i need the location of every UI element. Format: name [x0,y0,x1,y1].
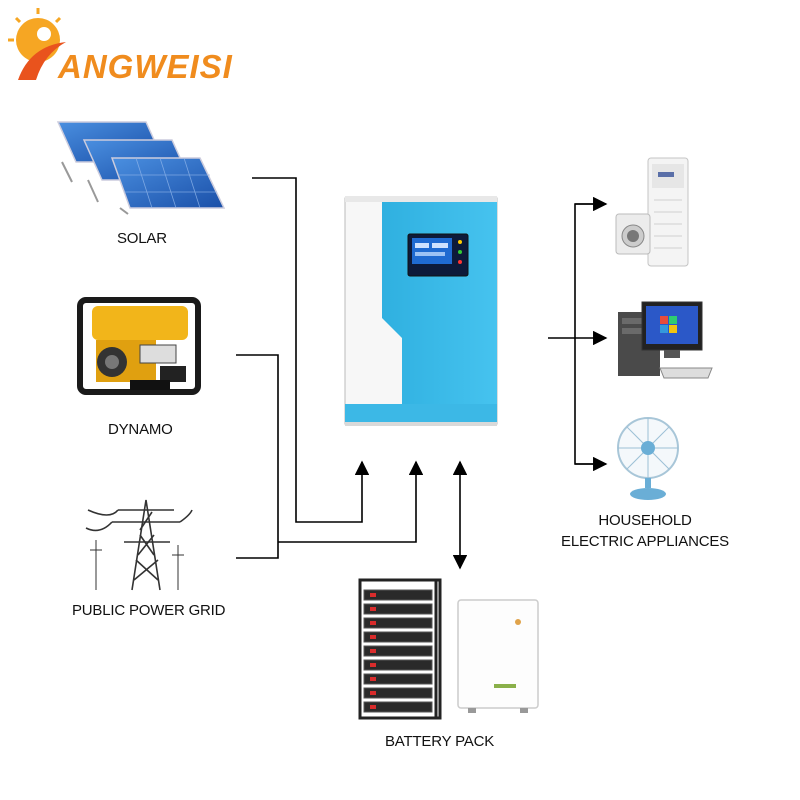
solar-label: SOLAR [117,230,167,247]
computer-icon [618,301,713,379]
dynamo-label: DYNAMO [108,421,173,438]
logo-text: ANGWEISI [57,48,233,85]
output-branch-line [574,203,604,465]
connector-lines [236,177,608,570]
battery-module-indicator [370,663,376,667]
generator-icon [77,297,201,395]
solar-panel-icon [56,121,226,215]
electric-appliances-label: ELECTRIC APPLIANCES [561,533,729,550]
battery-module [363,701,433,713]
battery-module [363,687,433,699]
battery-module [363,603,433,615]
household-label: HOUSEHOLD [598,512,692,529]
battery-module [363,631,433,643]
battery-module-indicator [370,635,376,639]
brand-logo: ANGWEISI [8,8,233,85]
sun-icon [8,8,66,80]
battery-module-indicator [370,621,376,625]
inverter-icon [344,196,498,426]
wall-battery-icon [457,599,539,713]
power-tower-icon [85,499,193,591]
solar-connector [252,177,370,523]
battery-module-indicator [370,649,376,653]
battery-module-indicator [370,691,376,695]
battery-module-indicator [370,607,376,611]
grid-connector [278,460,424,543]
fan-icon [617,417,679,500]
public-power-grid-label: PUBLIC POWER GRID [72,602,226,619]
battery-rack-icon [358,578,539,720]
battery-module [363,589,433,601]
battery-module-indicator [370,705,376,709]
battery-module [363,673,433,685]
battery-module [363,645,433,657]
air-conditioner-icon [615,157,689,267]
battery-pack-label: BATTERY PACK [385,733,495,750]
battery-module-indicator [370,593,376,597]
dynamo-connector [236,354,279,559]
battery-module [363,617,433,629]
battery-module-indicator [370,677,376,681]
battery-module [363,659,433,671]
